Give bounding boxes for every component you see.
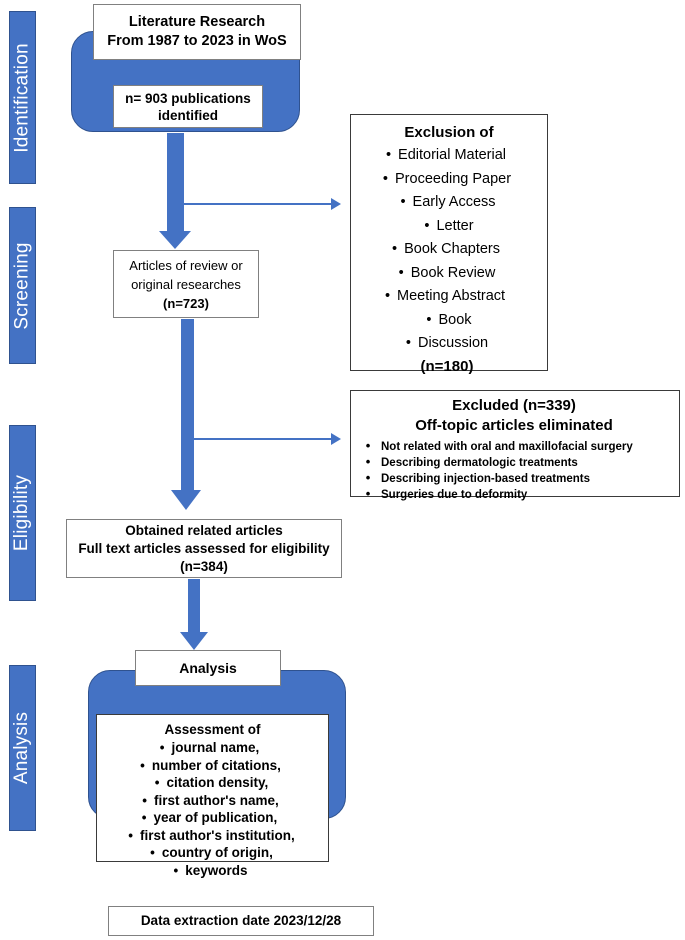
bullet-icon: • [365,438,371,453]
bullet-icon: • [159,740,165,755]
excluded-reasons-list: •Not related with oral and maxillofacial… [355,439,673,503]
list-item: •Early Access [355,191,543,215]
assessment-list: •journal name, •number of citations, •ci… [101,739,324,879]
bullet-icon: • [398,264,404,281]
list-item: •Meeting Abstract [355,285,543,309]
list-item: •journal name, [159,740,260,755]
exclusion-of-total: (n=180) [420,357,474,375]
arrow-eligibility-to-analysis-head [180,632,208,650]
publications-identified-line2: identified [158,107,218,123]
assessment-box: Assessment of •journal name, •number of … [96,714,329,878]
bullet-icon: • [424,217,430,234]
bullet-icon: • [150,845,155,860]
articles-review-line1: Articles of review or [129,257,243,273]
obtained-articles-line2: Full text articles assessed for eligibil… [78,540,330,556]
bullet-icon: • [173,862,179,878]
list-item: •first author's name, [142,792,279,808]
obtained-articles-line1: Obtained related articles [125,522,283,538]
list-item: •Not related with oral and maxillofacial… [355,439,673,455]
list-item: •Book [355,309,543,333]
literature-research-line2: From 1987 to 2023 in WoS [107,33,287,49]
bullet-icon: • [382,170,388,187]
stage-label-analysis: Analysis [9,665,36,831]
bullet-icon: • [385,147,392,163]
articles-review-line2: original researches [131,276,241,292]
bullet-icon: • [384,288,391,304]
list-item: •Describing injection-based treatments [355,471,673,487]
list-item: •first author's institution, [128,827,295,843]
bullet-icon: • [400,194,406,210]
arrow-screening-to-eligibility-stem [181,319,194,494]
stage-label-screening: Screening [9,207,36,364]
list-item: •Describing dermatologic treatments [355,455,673,471]
obtained-articles-box: Obtained related articles Full text arti… [66,519,342,578]
stage-label-eligibility-text: Eligibility [11,474,33,552]
articles-review-count: (n=723) [163,295,209,311]
analysis-title-text: Analysis [179,660,237,676]
exclusion-of-box: Exclusion of •Editorial Material •Procee… [350,114,548,375]
arrow-identification-to-screening-stem [167,133,184,231]
stage-label-eligibility: Eligibility [9,425,36,601]
bullet-icon: • [365,470,371,485]
bullet-icon: • [426,311,432,328]
branch-line-to-exclusion-box [184,203,332,205]
literature-research-box: Literature Research From 1987 to 2023 in… [93,4,301,60]
exclusion-of-list: •Editorial Material •Proceeding Paper •E… [355,144,543,356]
data-extraction-date-text: Data extraction date 2023/12/28 [140,913,342,928]
literature-research-line1: Literature Research [128,14,266,30]
branch-arrowhead-to-excluded-box [331,433,341,445]
list-item: •citation density, [154,775,269,790]
bullet-icon: • [141,810,147,825]
list-item: •Book Chapters [355,238,543,262]
list-item: •Letter [355,215,543,239]
list-item: •Editorial Material [355,144,543,168]
assessment-header: Assessment of [164,722,261,737]
list-item: •Proceeding Paper [355,168,543,192]
list-item: •year of publication, [141,810,278,825]
obtained-articles-count: (n=384) [180,558,228,574]
bullet-icon: • [392,241,398,257]
excluded-articles-box: Excluded (n=339) Off-topic articles elim… [350,390,680,501]
data-extraction-date-box: Data extraction date 2023/12/28 [108,906,374,936]
exclusion-of-header: Exclusion of [404,124,494,141]
bullet-icon: • [365,454,371,469]
bullet-icon: • [365,486,371,501]
list-item: •Book Review [355,262,543,286]
list-item: •keywords [173,862,248,878]
branch-arrowhead-to-exclusion-box [331,198,341,210]
arrow-screening-to-eligibility-head [171,490,201,510]
stage-label-identification-text: Identification [11,42,33,153]
arrow-eligibility-to-analysis-stem [188,579,200,635]
branch-line-to-excluded-box [194,438,332,440]
list-item: •country of origin, [150,845,273,860]
excluded-header-line2: Off-topic articles eliminated [415,417,613,434]
stage-label-screening-text: Screening [11,241,33,330]
bullet-icon: • [128,827,134,843]
publications-identified-box: n= 903 publications identified [113,85,263,128]
stage-label-identification: Identification [9,11,36,184]
bullet-icon: • [142,792,147,808]
analysis-title-box: Analysis [135,650,281,686]
bullet-icon: • [140,757,145,773]
list-item: •number of citations, [140,757,281,773]
publications-identified-line1: n= 903 publications [125,90,251,106]
excluded-header-line1: Excluded (n=339) [452,397,576,414]
arrow-identification-to-screening-head [159,231,191,249]
bullet-icon: • [405,335,411,351]
articles-review-box: Articles of review or original researche… [113,250,259,318]
bullet-icon: • [154,775,160,790]
list-item: •Surgeries due to deformity [355,487,673,503]
list-item: •Discussion [355,332,543,356]
stage-label-analysis-text: Analysis [11,711,33,785]
